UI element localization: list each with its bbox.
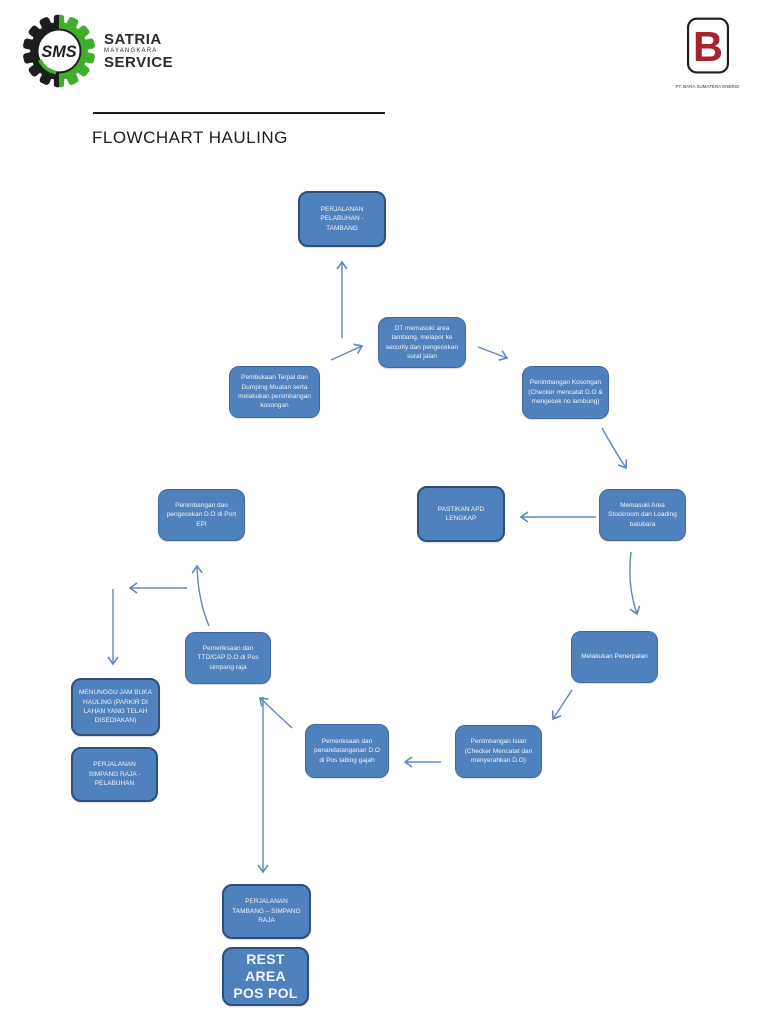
company-b-icon: B bbox=[686, 17, 730, 74]
arrow-pembukaan-to-dt bbox=[330, 343, 364, 361]
page-title: FLOWCHART HAULING bbox=[92, 128, 288, 147]
node-penimbangan-isian: Penimbangan Isian (Checker Mencatat dan … bbox=[455, 725, 542, 778]
node-memasuki-area-stockroom: Memasuki Area Stockroom dan Loading batu… bbox=[599, 489, 686, 541]
sms-name-line2: MAYANGKARA bbox=[104, 48, 158, 54]
node-pemeriksaan-penandatanganan: Pemeriksaan dan penandatanganan D.O di P… bbox=[305, 724, 389, 778]
sms-wordmark: SATRIA MAYANGKARA SERVICE bbox=[104, 32, 173, 70]
node-perjalanan-tambang-simpang-raja: PERJALANAN TAMBANG – SIMPANG RAJA bbox=[222, 884, 311, 939]
sms-logo: SMS SATRIA MAYANGKARA SERVICE bbox=[22, 14, 173, 88]
arrow-penerpalan-to-isian bbox=[551, 689, 573, 721]
sms-gear-icon: SMS bbox=[23, 14, 95, 88]
svg-text:B: B bbox=[693, 23, 723, 70]
node-pemeriksaan-ttd-cap: Pemeriksaan dan TTD/CAP D.O di Pos simpa… bbox=[185, 632, 271, 684]
node-rest-area-pos-pol: REST AREA POS POL bbox=[222, 947, 309, 1006]
arrow-stockroom-to-penerpalan bbox=[629, 551, 641, 616]
sms-name-line1: SATRIA bbox=[104, 31, 162, 48]
arrow-penandatanganan-to-ttd bbox=[258, 697, 293, 729]
node-pastikan-apd-lengkap: PASTIKAN APD LENGKAP bbox=[417, 486, 505, 542]
node-perjalanan-simpang-raja-pelabuhan: PERJALANAN SIMPANG RAJA - PELABUHAN bbox=[71, 747, 158, 802]
arrow-kosongan-to-stockroom bbox=[601, 427, 628, 470]
node-penimbangan-port-epi: Penimbangan dan pengecekan D.O di Port E… bbox=[158, 489, 245, 541]
arrow-ttd-to-portepi bbox=[191, 564, 210, 627]
node-perjalanan-pelabuhan-tambang: PERJALANAN PELABUHAN - TAMBANG bbox=[298, 191, 386, 247]
arrow-dt-to-kosongan bbox=[477, 346, 509, 361]
company-logo: B PT. BARA SUMATERA ENERGI bbox=[660, 16, 756, 90]
sms-abbr-text: SMS bbox=[41, 43, 76, 61]
node-dt-memasuki-area: DT memasuki area tambang, melapor ke sec… bbox=[378, 317, 466, 368]
company-caption: PT. BARA SUMATERA ENERGI bbox=[676, 84, 740, 90]
sms-name-line3: SERVICE bbox=[104, 54, 174, 71]
node-pembukaan-terpal: Pembukaan Terpal dan Dumping Muatan sert… bbox=[229, 366, 320, 418]
node-melakukan-penerpalan: Melakukan Penerpalan bbox=[571, 631, 658, 683]
node-penimbangan-kosongan: Penimbangan Kosongan (Checker mencatat D… bbox=[522, 366, 609, 419]
node-menunggu-jam-buka-hauling: MENUNGGU JAM BUKA HAULING (PARKIR DI LAH… bbox=[71, 678, 160, 736]
title-rule bbox=[93, 112, 385, 114]
